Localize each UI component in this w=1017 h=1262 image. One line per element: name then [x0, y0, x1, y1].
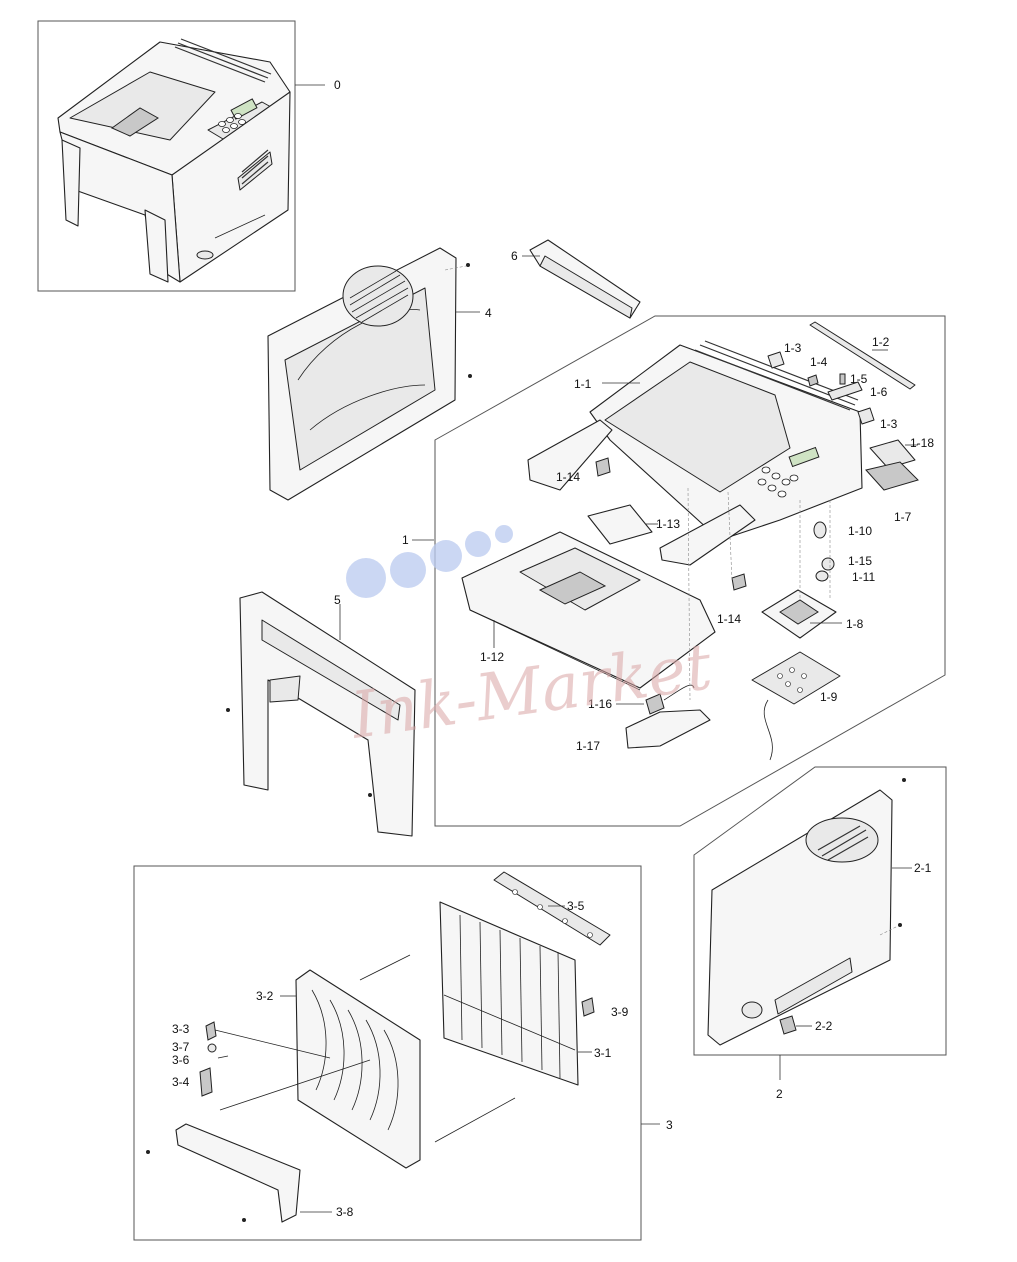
label-1-7: 1-7 [894, 510, 912, 524]
assembly-2-frame [693, 766, 947, 1056]
label-1-1: 1-1 [574, 377, 592, 391]
label-3-1: 3-1 [594, 1046, 612, 1060]
label-5: 5 [334, 593, 341, 607]
label-3-6: 3-6 [172, 1053, 190, 1067]
label-1-18: 1-18 [910, 436, 934, 450]
grille-4 [342, 265, 414, 327]
assembly-0-printer: 0 [37, 20, 341, 292]
label-3-7: 3-7 [172, 1040, 190, 1054]
label-1-9: 1-9 [820, 690, 838, 704]
label-3-4: 3-4 [172, 1075, 190, 1089]
label-1-12: 1-12 [480, 650, 504, 664]
label-1-10: 1-10 [848, 524, 872, 538]
label-1-3a: 1-3 [784, 341, 802, 355]
assembly-1-top-cover: 1-1 1-2 1-3 1-3 1-4 1-5 1-6 1-18 1-7 1-1… [402, 315, 946, 827]
label-1-11: 1-11 [852, 570, 875, 584]
label-1-15: 1-15 [848, 554, 872, 568]
label-0: 0 [334, 78, 341, 92]
label-1-3b: 1-3 [880, 417, 898, 431]
label-1-2: 1-2 [872, 335, 890, 349]
part-5-front-frame: 5 [226, 591, 416, 837]
label-3-5: 3-5 [567, 899, 585, 913]
assembly-1-frame [434, 315, 946, 827]
label-1-5: 1-5 [850, 372, 868, 386]
label-1-13: 1-13 [656, 517, 680, 531]
part-6-bracket: 6 [511, 239, 641, 319]
label-1: 1 [402, 533, 409, 547]
label-2-2: 2-2 [815, 1019, 833, 1033]
assembly-2-right-cover: 2-1 2-2 2 [693, 766, 947, 1101]
label-2: 2 [776, 1087, 783, 1101]
assembly-3-frame [133, 865, 642, 1241]
label-1-14a: 1-14 [556, 470, 580, 484]
part-1-12-output-tray [461, 531, 716, 691]
label-4: 4 [485, 306, 492, 320]
label-3-3: 3-3 [172, 1022, 190, 1036]
label-1-6: 1-6 [870, 385, 888, 399]
label-1-16: 1-16 [588, 697, 612, 711]
label-1-14b: 1-14 [717, 612, 741, 626]
label-1-8: 1-8 [846, 617, 864, 631]
label-6: 6 [511, 249, 518, 263]
label-3-2: 3-2 [256, 989, 274, 1003]
assembly-3-rear-cover: 3-1 3-5 3-9 3-2 3-3 3-7 [133, 865, 673, 1241]
label-3-8: 3-8 [336, 1205, 354, 1219]
label-1-17: 1-17 [576, 739, 600, 753]
label-1-4: 1-4 [810, 355, 828, 369]
part-4-left-cover: 4 [267, 247, 492, 501]
label-2-1: 2-1 [914, 861, 932, 875]
part-3-2-duplex-guide [295, 969, 421, 1169]
label-3: 3 [666, 1118, 673, 1132]
assembly-0-frame [37, 20, 296, 292]
label-3-9: 3-9 [611, 1005, 629, 1019]
